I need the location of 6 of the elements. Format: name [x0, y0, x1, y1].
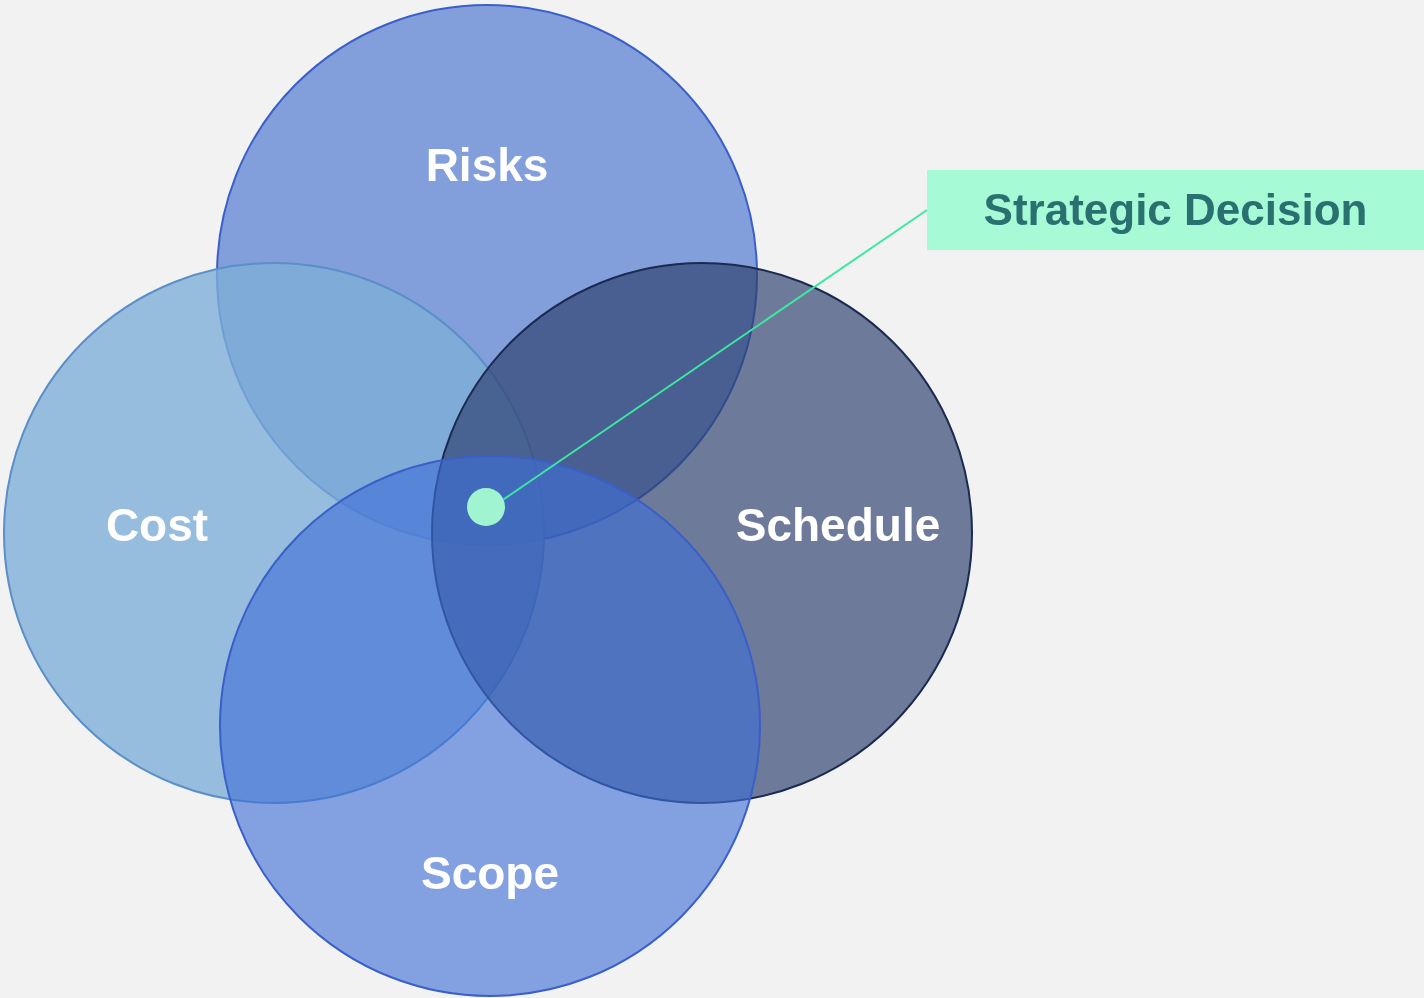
circle-label: Cost — [105, 498, 209, 552]
circle-label: Scope — [421, 846, 559, 900]
leader-line — [502, 209, 928, 501]
circle-label: Schedule — [735, 498, 941, 552]
callout-box: Strategic Decision — [927, 170, 1424, 250]
circle-label: Risks — [425, 138, 549, 192]
